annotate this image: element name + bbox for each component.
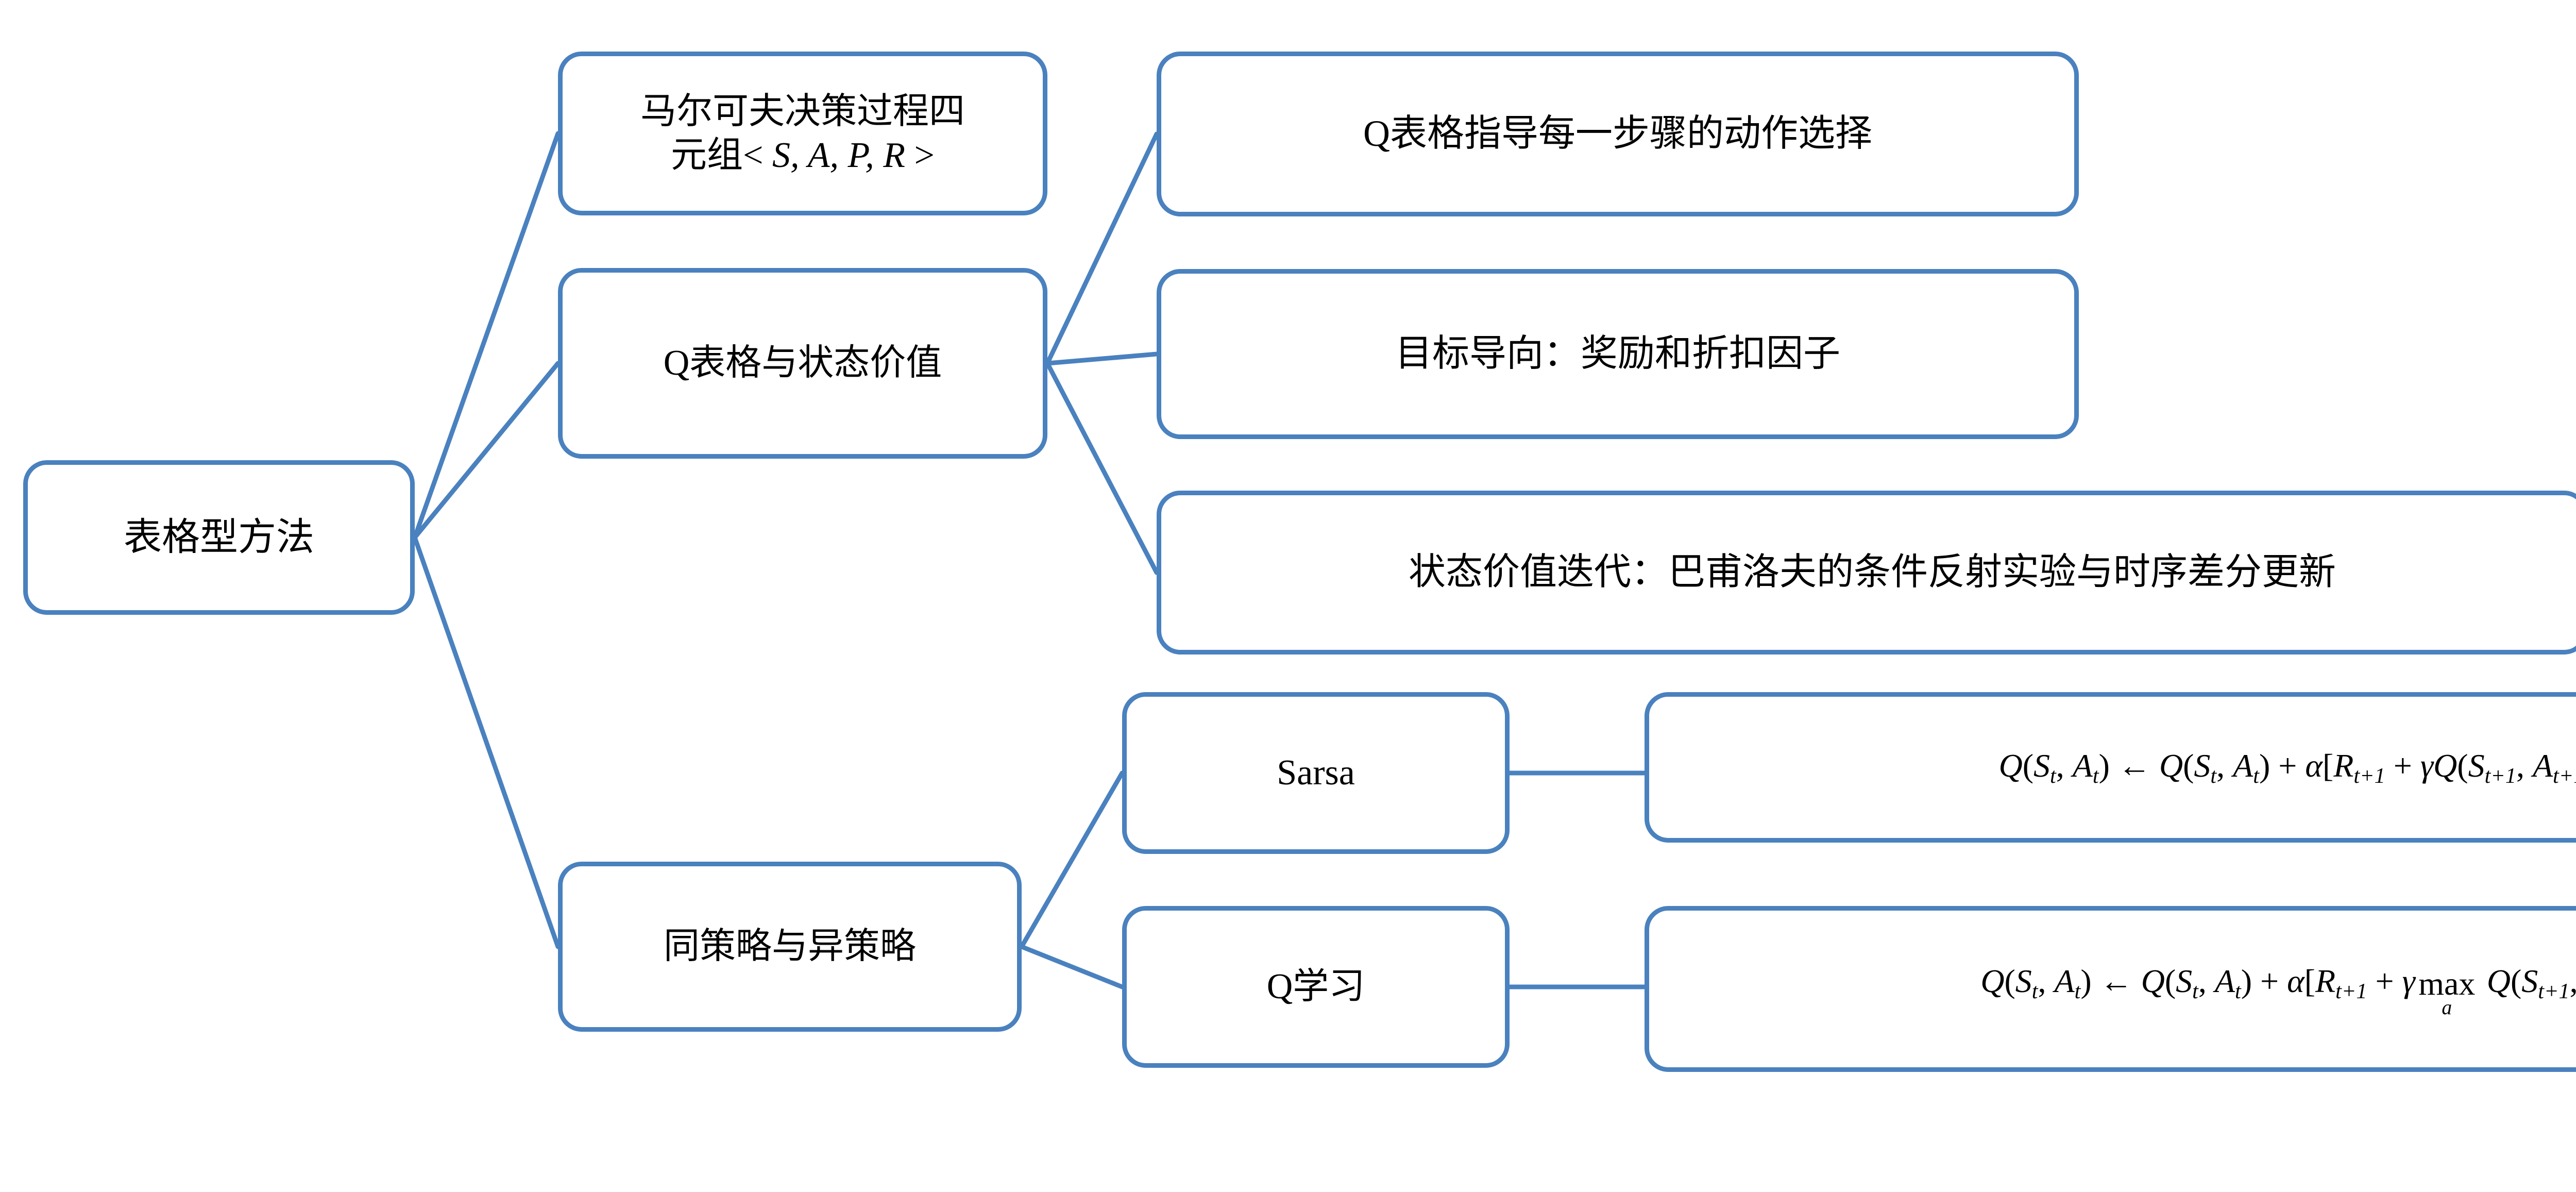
node-goal-oriented-reward-discount[interactable]: 目标导向：奖励和折扣因子 [1157,269,2079,439]
node-root-label: 表格型方法 [124,516,314,559]
edge-root-to-qtable [412,361,561,540]
node-mdp-tuple-label: 马尔可夫决策过程四 元组< S, A, P, R > [576,90,1029,178]
node-q-table-state-value-label: Q表格与状态价值 [663,343,942,383]
edge-root-to-policy [412,535,561,949]
mdp-line-2-math: S, A, P, R [763,136,914,175]
node-on-off-policy-label: 同策略与异策略 [664,927,916,967]
edge-qtable-to-goal [1045,351,1159,366]
mdp-line-2-prefix: 元组< [671,136,764,175]
mdp-line-2-suffix: > [914,136,935,175]
node-sarsa-update-formula[interactable]: Q(St, At) ← Q(St, At) + α[Rt+1 + γQ(St+1… [1645,692,2576,843]
node-sarsa-label: Sarsa [1277,753,1355,793]
edge-root-to-mdp [412,131,561,540]
node-state-value-iteration-label: 状态价值迭代：巴甫洛夫的条件反射实验与时序差分更新 [1408,551,2336,593]
node-root[interactable]: 表格型方法 [23,460,415,615]
node-q-table-action-guidance-label: Q表格指导每一步骤的动作选择 [1363,113,1872,155]
node-mdp-tuple[interactable]: 马尔可夫决策过程四 元组< S, A, P, R > [558,52,1047,215]
edge-policy-to-qlearn [1019,944,1125,989]
node-goal-oriented-reward-discount-label: 目标导向：奖励和折扣因子 [1395,333,1840,375]
edge-policy-to-sarsa [1019,770,1125,949]
node-on-off-policy[interactable]: 同策略与异策略 [558,862,1022,1032]
sarsa-formula: Q(St, At) ← Q(St, At) + α[Rt+1 + γQ(St+1… [1998,747,2576,788]
edge-qtable-to-guide [1045,131,1159,366]
node-q-learning-label: Q学习 [1266,967,1365,1007]
mdp-line-1: 马尔可夫决策过程四 [640,91,965,131]
node-state-value-iteration[interactable]: 状态价值迭代：巴甫洛夫的条件反射实验与时序差分更新 [1157,491,2576,654]
node-q-learning[interactable]: Q学习 [1122,906,1510,1068]
node-q-table-state-value[interactable]: Q表格与状态价值 [558,268,1047,459]
edge-qtable-to-iter [1045,361,1159,575]
node-q-table-action-guidance[interactable]: Q表格指导每一步骤的动作选择 [1157,52,2079,216]
node-sarsa[interactable]: Sarsa [1122,692,1510,854]
